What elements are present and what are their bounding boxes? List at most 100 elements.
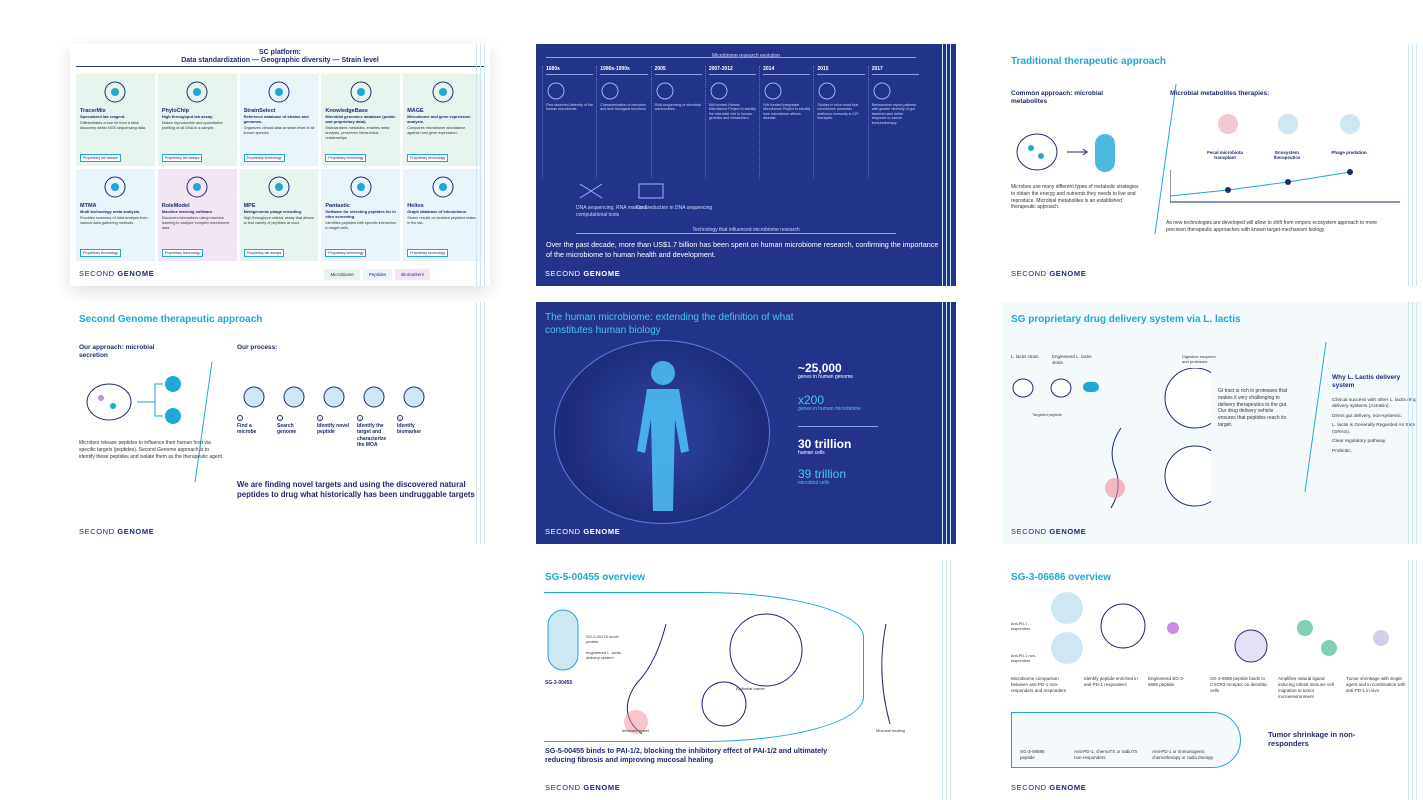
card-icon [80, 78, 151, 106]
slide-title: SC platform: [259, 49, 301, 56]
process-step: 4 Identify the target and characterize t… [357, 370, 391, 448]
timeline-icon [817, 81, 864, 103]
decorative-lines [472, 44, 490, 286]
brand-logo: SECOND GENOME [79, 527, 155, 536]
legend-biomarkers: Biomarkers [395, 269, 430, 280]
slide-traditional-approach[interactable]: Traditional therapeutic approach Common … [1002, 44, 1422, 286]
step-label: Search genome [277, 423, 297, 436]
decorative-lines [1404, 560, 1422, 800]
card-name: Pantastic [325, 203, 350, 209]
label: Epithelial barrier [736, 686, 765, 691]
step-number: 1 [237, 415, 243, 421]
step-label: Identify novel peptide [317, 423, 350, 436]
card-icon [162, 78, 233, 106]
timeline-column: 2015 Studies in mice show that microbiom… [813, 66, 867, 178]
slide-subtitle: Data standardization — Geographic divers… [181, 57, 379, 65]
step-label: Identify the target and characterize the… [357, 423, 387, 448]
reason-item: L. lactis is Generally Regarded As Safe … [1332, 423, 1416, 435]
card-subtitle: Microbial genomics database (public and … [325, 114, 396, 124]
reason-item: Clear regulatory pathway. [1332, 439, 1387, 445]
platform-card: MAGE Microbiome and gene expression anal… [403, 74, 482, 166]
slide-human-microbiome[interactable]: The human microbiome: extending the defi… [536, 302, 956, 544]
process-step: 1 Find a microbe [237, 370, 271, 448]
card-icon [407, 173, 478, 201]
timeline-year: 1680s [546, 66, 594, 75]
slide-title: SG-5-00455 overview [545, 572, 646, 583]
card-desc: Stores results on isolated peptides test… [407, 216, 477, 225]
platform-card: MPE Metagenomic phage encoding. High thr… [239, 169, 319, 261]
right-heading: Microbial metabolites therapies: [1170, 90, 1270, 97]
card-desc: Compares microbiome abundance against ho… [407, 126, 466, 135]
step-icon [277, 370, 311, 412]
label: Mucosal healing [876, 728, 905, 733]
timeline-text: Researchers report patients with greater… [871, 103, 917, 125]
timeline-icon [872, 81, 919, 103]
tech-item: DNA sequencing, RNA marker & computation… [576, 205, 648, 218]
card-name: MPE [243, 203, 256, 209]
card-desc: Identifies peptides with specific intera… [325, 221, 397, 230]
platform-card: RoleModel Machine learning software. Dis… [157, 169, 237, 261]
card-tag: Proprietary lab assays [80, 154, 121, 162]
approach-desc: Microbes release peptides to influence t… [79, 440, 224, 460]
card-icon [407, 78, 478, 106]
card-subtitle: Microbiome and gene expression analysis. [407, 114, 471, 124]
card-name: MAGE [407, 108, 424, 114]
card-subtitle: Graph database of interactions. [407, 209, 468, 214]
step-number: 4 [357, 415, 363, 421]
label: Targeted peptide [1032, 412, 1062, 417]
card-subtitle: Metagenomic phage encoding. [243, 209, 303, 214]
reason-item: Clinical success with other L. lactis dr… [1332, 398, 1417, 410]
brand-logo: SECOND GENOME [545, 527, 621, 536]
card-tag: Proprietary technology [325, 154, 367, 162]
header-line [546, 57, 916, 58]
label: SG-3-00455 [545, 680, 573, 686]
slide-sg-5-00455[interactable]: SG-5-00455 overview SG-2-00176 novel pro… [536, 560, 956, 800]
approach-heading: Our approach: microbial secretion [79, 344, 155, 360]
platform-card: TracerMix Specialized lab reagent. Diffe… [76, 74, 155, 166]
card-name: KnowledgeBase [325, 108, 368, 114]
slide-drug-delivery[interactable]: SG proprietary drug delivery system via … [1002, 302, 1422, 544]
human-figure-ellipse [554, 340, 770, 524]
slide-sg-3-06686[interactable]: SG-3-06686 overview Microbiome compariso… [1002, 560, 1422, 800]
therapy-label: Ecosystem therapeutics [1273, 150, 1301, 160]
therapy-label: Fecal microbiota transplant [1207, 150, 1243, 160]
label: engineered L. lactis delivery system [586, 650, 621, 661]
timeline-text: DNA sequencing of microbial communities. [654, 103, 701, 112]
bottom-label: Anti-PD-1 or immunogenic chemotherapy or… [1152, 749, 1214, 760]
decorative-lines [938, 560, 956, 800]
timeline-icon [600, 81, 647, 103]
card-icon [325, 173, 396, 201]
label: Inflamed bowel [622, 728, 649, 733]
timeline-year: 2017 [871, 66, 919, 75]
timeline-column: 2005 DNA sequencing of microbial communi… [650, 66, 705, 178]
card-subtitle: Machine learning software. [161, 209, 214, 214]
left-text: Microbes use many different types of met… [1011, 184, 1139, 211]
timeline: 1680s First observed diversity of the hu… [542, 66, 922, 178]
slide-research-evolution[interactable]: Microbiome research evolution 1680s Firs… [536, 44, 956, 286]
timeline-column: 2007-2012 NIH-funded Human Microbiome Pr… [704, 66, 759, 178]
decorative-lines [1404, 44, 1422, 286]
process-step: 5 Identify biomarker [397, 370, 431, 448]
slide-title: Traditional therapeutic approach [1011, 56, 1167, 67]
dna-icon [579, 183, 603, 199]
card-name: TracerMix [80, 108, 106, 114]
slide-sc-platform[interactable]: SC platform:Data standardization — Geogr… [70, 44, 490, 286]
platform-card: StrainSelect Reference database of strai… [239, 74, 319, 166]
timeline-year: 2005 [654, 66, 702, 75]
divider [76, 66, 484, 67]
card-tag: Proprietary technology [80, 249, 122, 257]
card-name: MTMA [80, 203, 97, 209]
brand-logo: SECOND GENOME [1011, 269, 1087, 278]
slide-sg-approach[interactable]: Second Genome therapeutic approach Our a… [70, 302, 490, 544]
timeline-header: Microbiome research evolution [711, 53, 781, 59]
process-heading: Our process: [237, 344, 278, 351]
caption: Microbiome comparison between anti-PD-1 … [1011, 676, 1067, 693]
caption: Amplifies natural ligand inducing robust… [1278, 676, 1334, 699]
step-number: 5 [397, 415, 403, 421]
group-label: Anti-PD-1 non-responders [1011, 654, 1037, 663]
card-desc: Standardizes metadata, enables meta anal… [325, 126, 390, 140]
timeline-icon [546, 81, 593, 103]
timeline-text: NIH-funded Human Microbiome Project to i… [708, 103, 756, 121]
sequencer-icon [638, 183, 664, 199]
